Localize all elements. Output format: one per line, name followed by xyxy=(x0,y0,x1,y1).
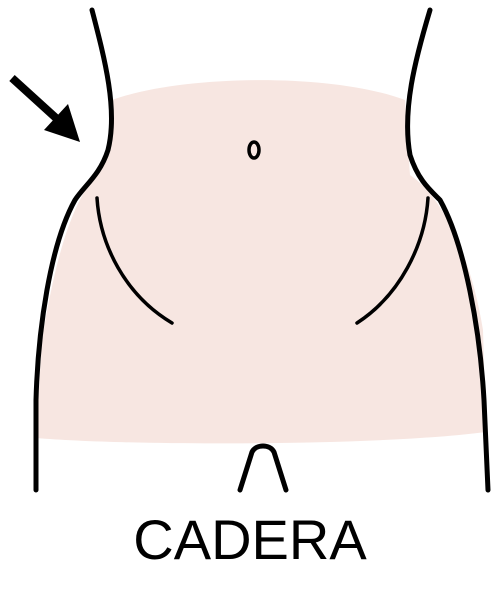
torso-skin-fill xyxy=(36,80,486,444)
crotch-outline xyxy=(237,443,289,493)
left-hip-crease xyxy=(95,196,174,325)
arrow-head xyxy=(44,104,80,142)
right-body-outline xyxy=(405,7,491,493)
left-body-outline xyxy=(33,7,115,493)
arrow-shaft xyxy=(9,75,59,121)
arrow-icon xyxy=(9,75,80,142)
navel xyxy=(247,140,261,160)
right-hip-crease xyxy=(355,196,430,325)
caption-label: CADERA xyxy=(133,508,367,571)
